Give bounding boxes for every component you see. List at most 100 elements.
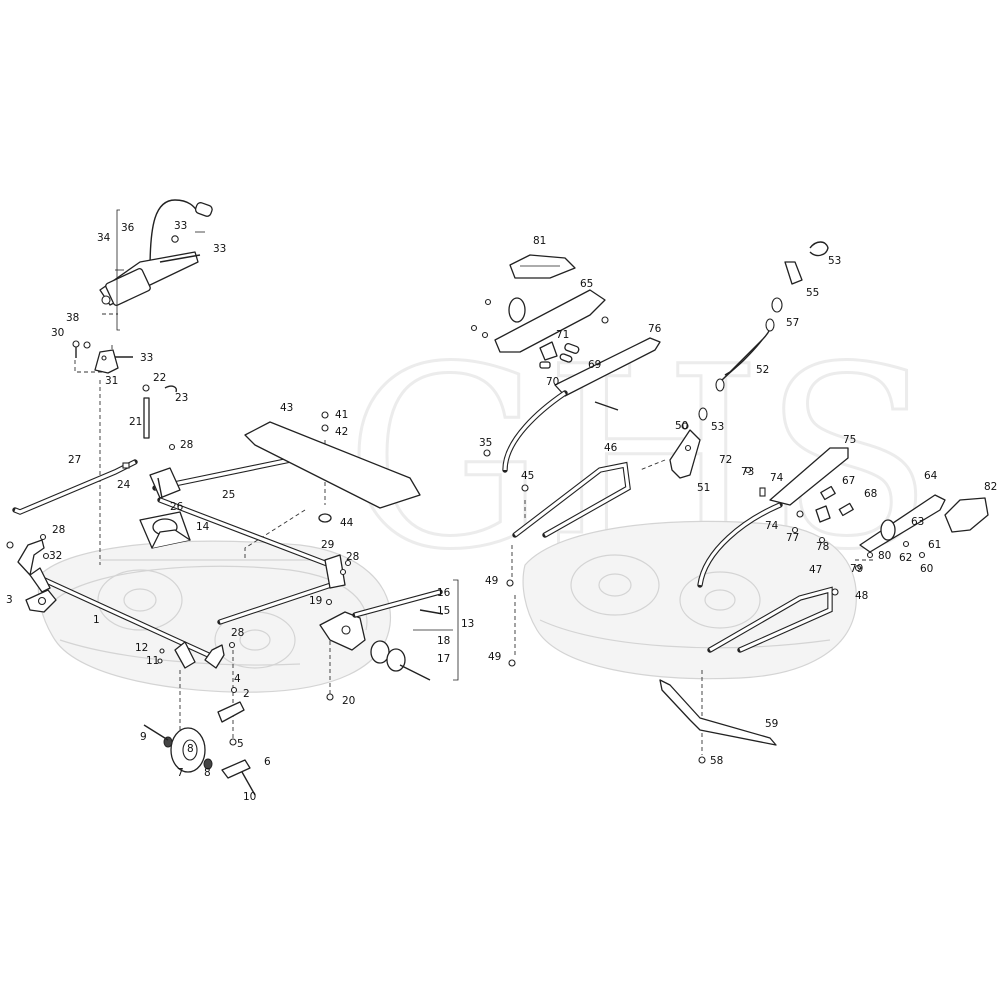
callout-75: 75 <box>843 434 856 446</box>
callout-42: 42 <box>335 426 348 438</box>
lift-rod-25 <box>149 455 333 568</box>
callout-36: 36 <box>121 222 135 234</box>
callout-26: 26 <box>170 501 184 513</box>
callout-35: 35 <box>479 437 492 449</box>
bracket-31 <box>72 340 133 374</box>
callout-17: 17 <box>437 653 450 665</box>
callout-71: 71 <box>556 329 569 341</box>
callout-76: 76 <box>648 323 662 335</box>
parts-69-71 <box>539 341 580 369</box>
bracket-51 <box>669 429 701 479</box>
callout-60: 60 <box>920 563 933 575</box>
callout-61: 61 <box>928 539 941 551</box>
cover-81 <box>509 254 576 279</box>
callout-52: 52 <box>756 364 769 376</box>
callout-8a: 8 <box>187 743 194 755</box>
callout-33a: 33 <box>174 220 187 232</box>
callout-labels: 1 2 3 4 5 6 7 8 8 9 10 11 12 13 14 15 16… <box>6 220 997 803</box>
callout-14: 14 <box>196 521 210 533</box>
callout-45: 45 <box>521 470 534 482</box>
callout-80: 80 <box>878 550 891 562</box>
callout-73: 73 <box>741 466 754 478</box>
callout-72: 72 <box>719 454 732 466</box>
callout-1: 1 <box>93 614 100 626</box>
callout-27: 27 <box>68 454 81 466</box>
callout-30: 30 <box>51 327 64 339</box>
alignment-lines <box>74 313 875 755</box>
callout-68: 68 <box>864 488 877 500</box>
spring-bracket-14 <box>139 511 191 549</box>
callout-48: 48 <box>855 590 868 602</box>
callout-28d: 28 <box>231 627 244 639</box>
callout-79: 79 <box>850 563 863 575</box>
callout-47: 47 <box>809 564 822 576</box>
callout-13: 13 <box>461 618 474 630</box>
spring-52 <box>681 241 829 430</box>
callout-74a: 74 <box>770 472 784 484</box>
callout-7: 7 <box>177 767 184 779</box>
callout-41: 41 <box>335 409 348 421</box>
callout-55: 55 <box>806 287 819 299</box>
pivot-arm-29 <box>324 554 347 589</box>
callout-21: 21 <box>129 416 142 428</box>
callout-77: 77 <box>786 532 799 544</box>
callout-34: 34 <box>97 232 111 244</box>
bracket-3 <box>25 589 57 613</box>
callout-50: 50 <box>675 420 688 432</box>
left-deck-ghost <box>37 540 392 693</box>
callout-18: 18 <box>437 635 450 647</box>
callout-63: 63 <box>911 516 924 528</box>
callout-25: 25 <box>222 489 235 501</box>
leader-lines <box>115 209 459 681</box>
callout-74b: 74 <box>765 520 779 532</box>
callout-9: 9 <box>140 731 147 743</box>
bracket-2 <box>217 686 245 746</box>
callout-43: 43 <box>280 402 293 414</box>
bracket-47 <box>707 586 839 653</box>
rod-21 <box>142 384 178 439</box>
callout-59: 59 <box>765 718 778 730</box>
callout-33c: 33 <box>140 352 153 364</box>
bracket-6 <box>221 759 256 796</box>
callout-28c: 28 <box>346 551 359 563</box>
cover-43 <box>244 411 421 523</box>
callout-57: 57 <box>786 317 799 329</box>
callout-23: 23 <box>175 392 188 404</box>
rail-75 <box>697 447 874 588</box>
bar-59 <box>659 679 777 764</box>
callout-31: 31 <box>105 375 118 387</box>
callout-28b: 28 <box>52 524 65 536</box>
callout-24: 24 <box>117 479 131 491</box>
callout-19: 19 <box>309 595 322 607</box>
callout-33b: 33 <box>213 243 226 255</box>
callout-62: 62 <box>899 552 912 564</box>
callout-81: 81 <box>533 235 546 247</box>
callout-32: 32 <box>49 550 62 562</box>
callout-3: 3 <box>6 594 13 606</box>
callout-78: 78 <box>816 541 829 553</box>
axle-1 <box>17 539 343 669</box>
left-hardware <box>6 443 352 664</box>
callout-70: 70 <box>546 376 559 388</box>
callout-5: 5 <box>237 738 244 750</box>
rail-76 <box>502 337 661 473</box>
callout-38: 38 <box>66 312 79 324</box>
callout-6: 6 <box>264 756 271 768</box>
cover-82 <box>944 497 989 533</box>
callout-49b: 49 <box>488 651 501 663</box>
callout-67: 67 <box>842 475 855 487</box>
callout-44: 44 <box>340 517 354 529</box>
callout-82: 82 <box>984 481 997 493</box>
callout-20: 20 <box>342 695 355 707</box>
callout-4: 4 <box>234 673 241 685</box>
callout-29: 29 <box>321 539 334 551</box>
callout-16: 16 <box>437 587 451 599</box>
callout-65: 65 <box>580 278 593 290</box>
plate-65 <box>470 289 609 353</box>
callout-11: 11 <box>146 655 159 667</box>
callout-15: 15 <box>437 605 450 617</box>
right-deck-ghost <box>522 520 857 680</box>
callout-46: 46 <box>604 442 618 454</box>
